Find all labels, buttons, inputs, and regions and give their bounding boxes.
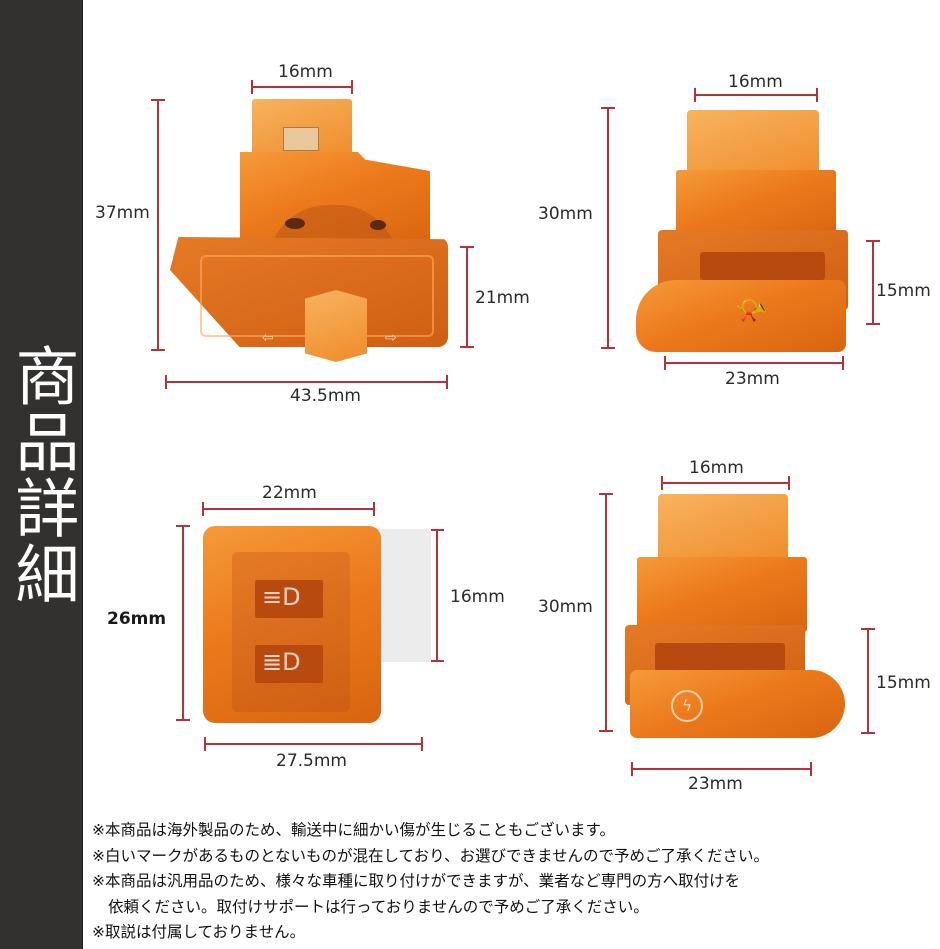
dim-line-right-height — [861, 628, 875, 734]
dim-top-width: 16mm — [689, 458, 744, 478]
starter-icon: ϟ — [671, 690, 703, 722]
high-beam-icon: ≣D — [262, 648, 301, 676]
note-line: ※本商品は海外製品のため、輸送中に細かい傷が生じることもございます。 — [92, 821, 615, 839]
dim-right-height: 16mm — [450, 587, 505, 607]
dim-height: 26mm — [107, 609, 167, 629]
dim-right-height: 15mm — [876, 281, 931, 301]
dim-line-bottom-width — [204, 737, 423, 751]
dim-right-height: 21mm — [475, 288, 530, 308]
dim-height: 37mm — [95, 203, 150, 223]
dim-line-bottom-width — [631, 762, 812, 776]
dim-line-height — [599, 493, 613, 732]
dim-line-bottom-width — [165, 375, 448, 389]
dim-bottom-width: 43.5mm — [290, 386, 361, 406]
horn-icon: 📯 — [735, 296, 768, 326]
dim-line-top-width — [251, 80, 353, 94]
dim-line-right-height — [430, 529, 444, 662]
dim-line-height — [151, 99, 165, 351]
dim-top-width: 16mm — [728, 72, 783, 92]
dim-height: 30mm — [538, 204, 593, 224]
note-line: ※取説は付属しておりません。 — [92, 923, 306, 941]
dim-line-right-height — [460, 246, 474, 348]
dim-line-height — [601, 107, 615, 349]
left-arrow-icon: ⇦ — [262, 330, 274, 346]
dim-line-height — [176, 525, 190, 721]
note-line: ※白いマークがあるものとないものが混在しており、お選びできませんので予めご了承く… — [92, 846, 770, 865]
dim-bottom-width: 23mm — [725, 369, 780, 389]
sidebar-title: 商品詳細 — [4, 343, 79, 607]
low-beam-icon: ≡D — [262, 583, 301, 611]
dim-line-top-width — [694, 88, 818, 102]
dim-bottom-width: 23mm — [688, 774, 743, 794]
sidebar: 商品詳細 — [0, 0, 83, 949]
dim-line-right-height — [866, 240, 880, 325]
dim-line-top-width — [661, 476, 790, 490]
right-arrow-icon: ⇨ — [385, 330, 397, 346]
note-line: ※本商品は汎用品のため、様々な車種に取り付けができますが、業者など専門の方へ取付… — [92, 872, 741, 890]
dim-right-height: 15mm — [876, 673, 931, 693]
dim-bottom-width: 27.5mm — [276, 751, 347, 771]
note-line: 依頼ください。取付けサポートは行っておりませんので予めご了承ください。 — [108, 897, 649, 916]
dim-line-bottom-width — [664, 356, 844, 370]
dim-top-width: 22mm — [262, 483, 317, 503]
dim-top-width: 16mm — [278, 62, 333, 82]
dim-line-top-width — [202, 502, 375, 516]
dim-height: 30mm — [538, 597, 593, 617]
notes: ※本商品は海外製品のため、輸送中に細かい傷が生じることもございます。 ※白いマー… — [92, 818, 932, 946]
